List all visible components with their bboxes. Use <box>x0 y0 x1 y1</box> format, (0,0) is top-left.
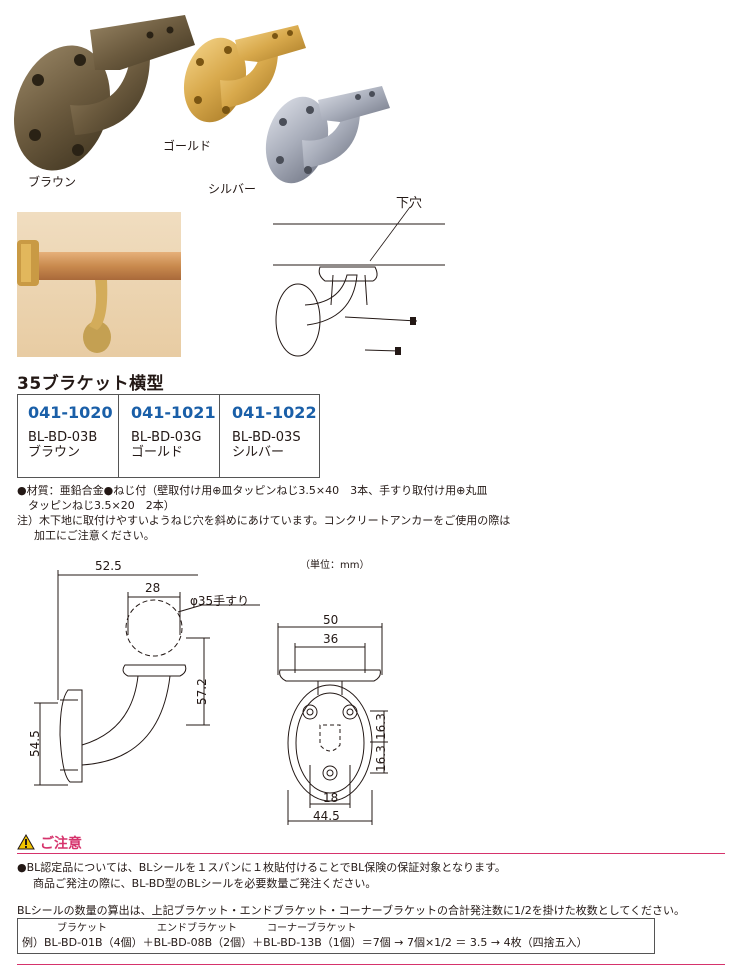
product-title: 35ブラケット横型 <box>17 374 165 394</box>
gold-label: ゴールド <box>163 139 212 153</box>
caution-line-2: 商品ご発注の際に、BL-BD型のBLシールを必要数量ご発注ください。 <box>33 877 377 890</box>
dim-36: 36 <box>323 632 339 646</box>
dim-16-3-upper: 16.3 <box>374 713 388 740</box>
variant-cell-brown: 041-1020 BL-BD-03B ブラウン <box>18 395 119 477</box>
caution-divider <box>17 853 725 854</box>
caution-line-3: BLシールの数量の算出は、上記ブラケット・エンドブラケット・コーナーブラケットの… <box>17 904 686 917</box>
dim-18: 18 <box>323 791 339 805</box>
silver-bracket-photo <box>265 86 390 184</box>
gold-bracket-photo <box>183 25 306 123</box>
caution-heading: ご注意 <box>40 836 82 852</box>
brown-bracket-photo <box>13 15 195 171</box>
dim-50: 50 <box>323 613 339 627</box>
note-line-2: 加工にご注意ください。 <box>34 529 155 542</box>
variant-cell-silver: 041-1022 BL-BD-03S シルバー <box>220 395 319 477</box>
variant-color: シルバー <box>232 445 285 460</box>
spec-line-2: タッピンねじ3.5×20 2本） <box>28 499 175 512</box>
variant-code: 041-1020 <box>28 403 113 422</box>
dim-52-5: 52.5 <box>95 559 122 573</box>
unit-label: （単位：mm） <box>300 560 370 571</box>
dim-28: 28 <box>145 581 161 595</box>
rail-label: φ35手すり <box>190 594 250 608</box>
bottom-divider <box>17 964 725 965</box>
variant-model: BL-BD-03B <box>28 430 98 445</box>
variant-cell-gold: 041-1021 BL-BD-03G ゴールド <box>119 395 220 477</box>
side-view-drawing <box>34 570 260 786</box>
dim-16-3-lower: 16.3 <box>374 745 388 772</box>
variant-color: ブラウン <box>28 445 81 460</box>
warning-icon <box>17 834 35 850</box>
installation-diagram <box>273 206 445 357</box>
variant-model: BL-BD-03G <box>131 430 202 445</box>
example-headers: ブラケット エンドブラケット コーナーブラケット <box>57 923 357 934</box>
hole-label: 下穴 <box>396 196 423 211</box>
installed-photo <box>17 212 181 357</box>
example-box <box>17 918 655 954</box>
variant-code: 041-1021 <box>131 403 216 422</box>
dim-57-2: 57.2 <box>195 678 209 705</box>
brown-label: ブラウン <box>28 175 77 189</box>
caution-line-1: ●BL認定品については、BLシールを１スパンに１枚貼付けることでBL保険の保証対… <box>17 861 506 874</box>
bracket-photos <box>13 15 390 184</box>
variant-color: ゴールド <box>131 445 184 460</box>
dim-44-5: 44.5 <box>313 809 340 823</box>
variant-code: 041-1022 <box>232 403 317 422</box>
front-view-drawing <box>277 623 388 825</box>
product-code-table: 041-1020 BL-BD-03B ブラウン 041-1021 BL-BD-0… <box>17 394 320 478</box>
example-line: 例）BL-BD-01B（4個）＋BL-BD-08B（2個）＋BL-BD-13B（… <box>22 936 588 949</box>
silver-label: シルバー <box>208 182 257 196</box>
spec-line-1: ●材質：亜鉛合金●ねじ付（壁取付け用⊕皿タッピンねじ3.5×40 3本、手すり取… <box>17 484 488 497</box>
note-line-1: 注）木下地に取付けやすいようねじ穴を斜めにあけています。コンクリートアンカーをご… <box>17 514 511 527</box>
dim-54-5: 54.5 <box>28 730 42 757</box>
variant-model: BL-BD-03S <box>232 430 301 445</box>
